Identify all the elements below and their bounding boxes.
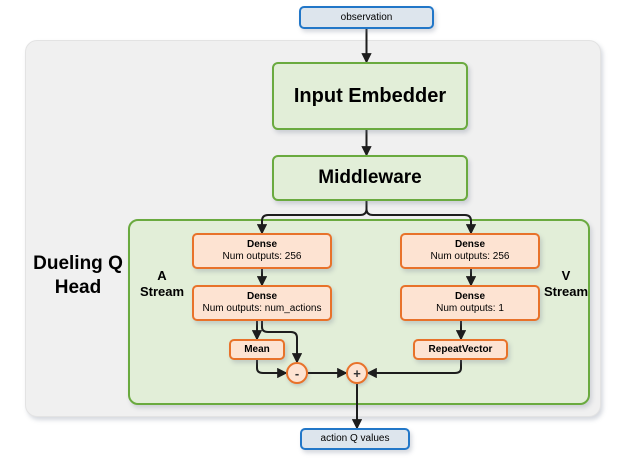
dense-a2-subtitle: Num outputs: num_actions bbox=[202, 302, 322, 314]
repeat-vector-label: RepeatVector bbox=[428, 343, 493, 355]
a-stream-line-1: A bbox=[157, 268, 167, 283]
dense-v1-subtitle: Num outputs: 256 bbox=[430, 250, 510, 262]
dense-v2-subtitle: Num outputs: 1 bbox=[436, 302, 504, 314]
input-embedder-node: Input Embedder bbox=[272, 62, 468, 130]
observation-label: observation bbox=[340, 11, 393, 23]
dense-v1-title: Dense bbox=[454, 239, 485, 251]
dense-a2-node: Dense Num outputs: num_actions bbox=[192, 285, 332, 321]
add-operator-symbol: + bbox=[353, 365, 361, 381]
middleware-label: Middleware bbox=[318, 167, 422, 189]
dense-v1-node: Dense Num outputs: 256 bbox=[400, 233, 540, 269]
v-stream-line-1: V bbox=[561, 268, 571, 283]
dense-a1-node: Dense Num outputs: 256 bbox=[192, 233, 332, 269]
action-q-values-node: action Q values bbox=[300, 428, 410, 450]
dense-a1-subtitle: Num outputs: 256 bbox=[222, 250, 302, 262]
dueling-q-head-text: Dueling Q Head bbox=[33, 253, 123, 298]
subtract-operator-node: - bbox=[286, 362, 308, 384]
subtract-operator-symbol: - bbox=[294, 365, 300, 381]
dense-v2-title: Dense bbox=[454, 291, 485, 303]
action-q-values-label: action Q values bbox=[320, 433, 390, 445]
dueling-q-head-label: Dueling Q Head bbox=[32, 252, 124, 300]
a-stream-label: A Stream bbox=[134, 268, 190, 301]
mean-node: Mean bbox=[229, 339, 285, 360]
v-stream-line-2: Stream bbox=[543, 284, 589, 300]
v-stream-label: V Stream bbox=[542, 268, 590, 301]
a-stream-line-2: Stream bbox=[139, 284, 185, 300]
observation-node: observation bbox=[299, 6, 434, 29]
mean-label: Mean bbox=[244, 343, 270, 355]
input-embedder-label: Input Embedder bbox=[293, 84, 447, 107]
dense-a1-title: Dense bbox=[246, 239, 277, 251]
dense-v2-node: Dense Num outputs: 1 bbox=[400, 285, 540, 321]
add-operator-node: + bbox=[346, 362, 368, 384]
dense-a2-title: Dense bbox=[246, 291, 277, 303]
repeat-vector-node: RepeatVector bbox=[413, 339, 508, 360]
middleware-node: Middleware bbox=[272, 155, 468, 201]
